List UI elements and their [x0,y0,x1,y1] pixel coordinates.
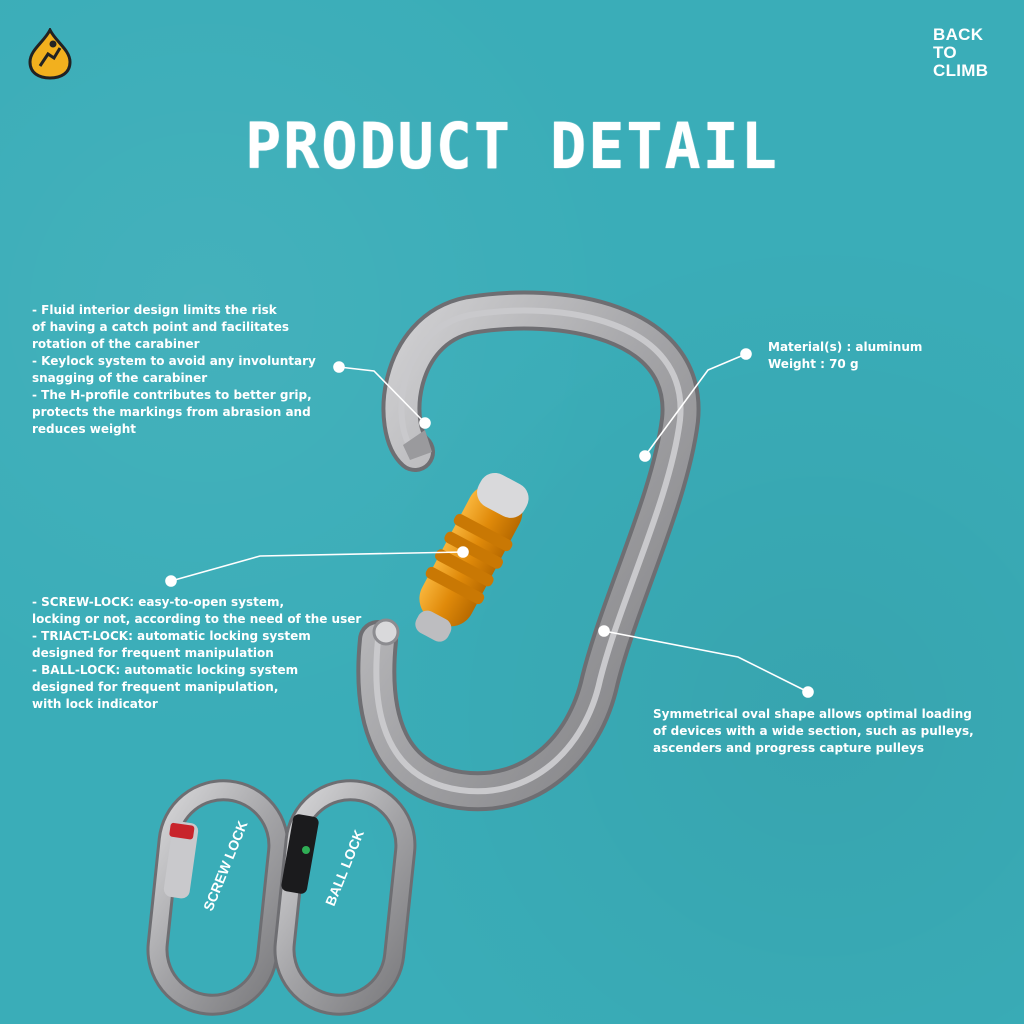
note-line: reduces weight [32,422,136,436]
brand-line: BACK [933,25,984,44]
screw-gate-sleeve [415,472,529,642]
note-line: protects the markings from abrasion and [32,405,311,419]
note-line: designed for frequent manipulation [32,646,274,660]
note-line: - BALL-LOCK: automatic locking system [32,663,299,677]
feature-notes: - Fluid interior design limits the risk … [32,302,316,438]
note-line: - Keylock system to avoid any involuntar… [32,354,316,368]
note-line: snagging of the carabiner [32,371,208,385]
note-line: - Fluid interior design limits the risk [32,303,277,317]
material-line: Material(s) : aluminum [768,340,923,354]
callout-lines [165,348,814,698]
ball-lock-carabiner: BALL LOCK [273,779,417,1016]
shape-notes: Symmetrical oval shape allows optimal lo… [653,706,974,757]
brand-line: TO [933,43,957,62]
note-line: - SCREW-LOCK: easy-to-open system, [32,595,285,609]
note-line: - The H-profile contributes to better gr… [32,388,312,402]
climber-drop-logo-icon [28,28,72,80]
page-title: PRODUCT DETAIL [245,110,779,184]
brand-wordmark: BACK TO CLIMB [933,26,988,80]
screw-lock-carabiner: SCREW LOCK [146,779,290,1016]
screw-lock-label: SCREW LOCK [200,818,251,913]
note-line: locking or not, according to the need of… [32,612,362,626]
note-line: designed for frequent manipulation, [32,680,279,694]
note-line: of having a catch point and facilitates [32,320,290,334]
material-notes: Material(s) : aluminum Weight : 70 g [768,339,922,373]
note-line: ascenders and progress capture pulleys [653,741,925,755]
locking-notes: - SCREW-LOCK: easy-to-open system, locki… [32,594,361,713]
ball-lock-label: BALL LOCK [322,827,367,908]
weight-line: Weight : 70 g [768,357,859,371]
brand-line: CLIMB [933,61,989,80]
note-line: - TRIACT-LOCK: automatic locking system [32,629,311,643]
note-line: rotation of the carabiner [32,337,200,351]
note-line: of devices with a wide section, such as … [653,724,974,738]
main-carabiner [356,290,701,812]
note-line: with lock indicator [32,697,158,711]
note-line: Symmetrical oval shape allows optimal lo… [653,707,972,721]
